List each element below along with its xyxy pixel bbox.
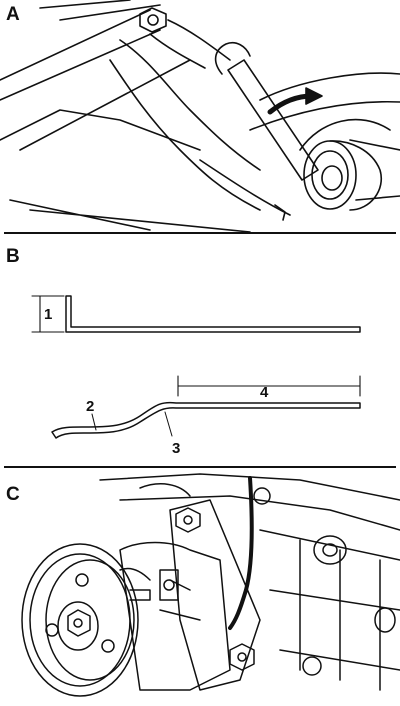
divider: [4, 466, 396, 468]
panel-a-label: A: [6, 4, 20, 25]
panel-c: C: [0, 470, 400, 706]
callout-3: 3: [172, 440, 181, 457]
panel-c-label: C: [6, 484, 20, 505]
callout-4: 4: [260, 384, 269, 401]
callout-2: 2: [86, 398, 95, 415]
divider: [4, 232, 396, 234]
panel-b: B 1 2 3 4: [0, 236, 400, 466]
panel-a: A: [0, 0, 400, 232]
panel-b-illustration: [31, 295, 361, 439]
panel-b-label: B: [6, 246, 20, 267]
panel-a-illustration: [0, 0, 400, 232]
panel-c-illustration: [21, 473, 400, 697]
callout-1: 1: [44, 306, 53, 323]
